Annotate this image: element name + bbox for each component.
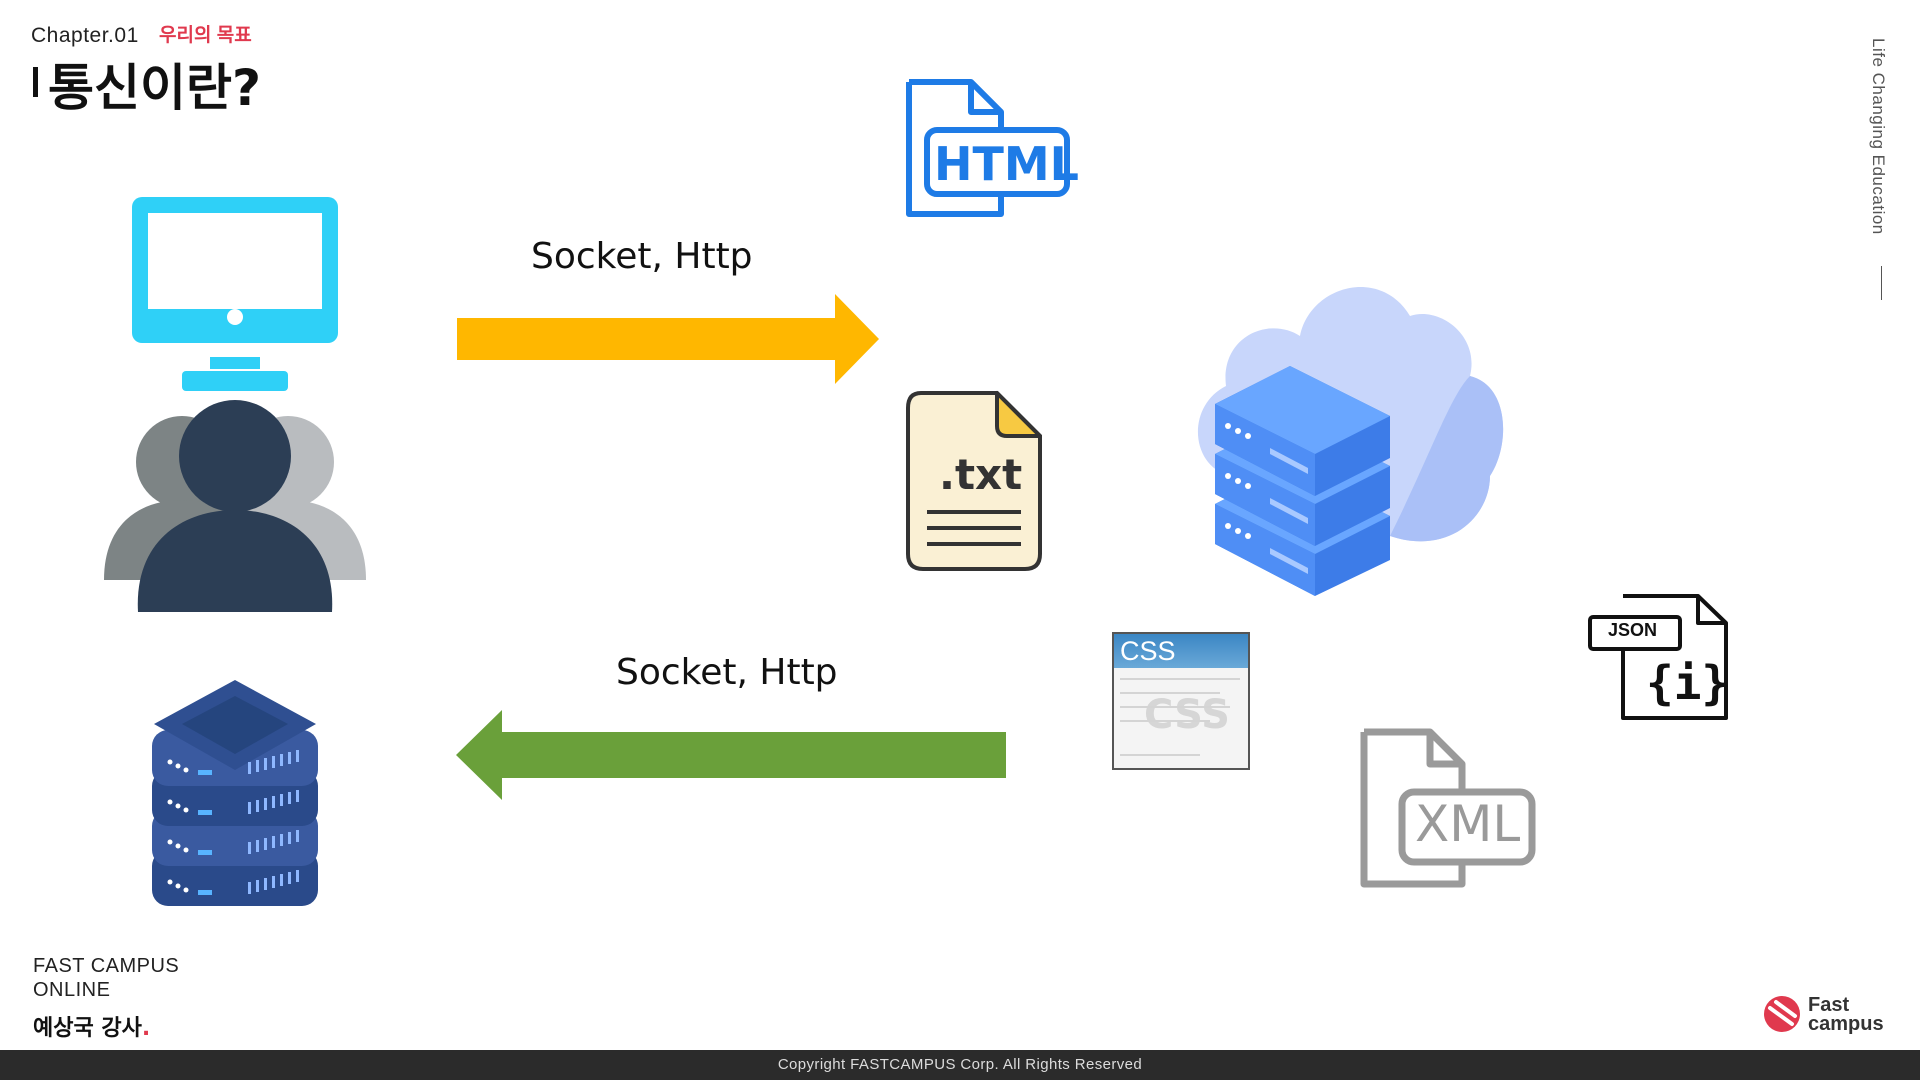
html-file-label: HTML [934, 137, 1079, 191]
xml-file-icon [1360, 728, 1536, 888]
chapter-label: Chapter.01 [31, 24, 139, 47]
html-file-icon [906, 79, 1070, 217]
presenter-name: 예상국 강사. [33, 1010, 150, 1042]
cloud-server-icon [1197, 287, 1504, 596]
response-label: Socket, Http [616, 652, 838, 693]
brand-name: FAST CAMPUS ONLINE [33, 954, 179, 1002]
tagline: Life Changing Education [1869, 38, 1888, 235]
chapter-subtitle: 우리의 목표 [159, 25, 252, 46]
logo-line-2: campus [1808, 1013, 1884, 1035]
json-file-glyph: {i} [1646, 656, 1730, 710]
monitor-icon [132, 197, 338, 391]
local-server-icon [152, 680, 318, 906]
brand-line-1: FAST CAMPUS [33, 955, 180, 977]
txt-file-label: .txt [939, 450, 1023, 499]
presenter-dot: . [141, 1016, 151, 1041]
footer-copyright: Copyright FASTCAMPUS Corp. All Rights Re… [0, 1050, 1920, 1080]
page-title: 통신이란? [48, 59, 262, 117]
xml-file-label: XML [1415, 795, 1521, 853]
json-file-label: JSON [1608, 620, 1658, 640]
logo-line-1: Fast [1808, 994, 1850, 1016]
css-file-watermark: CSS [1144, 692, 1230, 738]
txt-file-icon [906, 391, 1042, 571]
response-arrow-icon [456, 710, 1006, 800]
css-file-header [1114, 634, 1248, 668]
presenter-label: 예상국 강사 [33, 1016, 142, 1041]
request-label: Socket, Http [531, 236, 753, 277]
brand-line-2: ONLINE [33, 979, 111, 1001]
css-file-icon: CSS [1112, 632, 1250, 770]
title-marker [33, 67, 38, 97]
json-file-icon [1588, 594, 1728, 720]
css-file-label: CSS [1120, 636, 1176, 666]
request-arrow-icon [457, 294, 879, 384]
fastcampus-logo-icon [1764, 996, 1800, 1032]
users-icon [104, 400, 366, 612]
tagline-rule [1881, 266, 1882, 300]
fastcampus-logo-text: Fast campus [1808, 994, 1884, 1035]
